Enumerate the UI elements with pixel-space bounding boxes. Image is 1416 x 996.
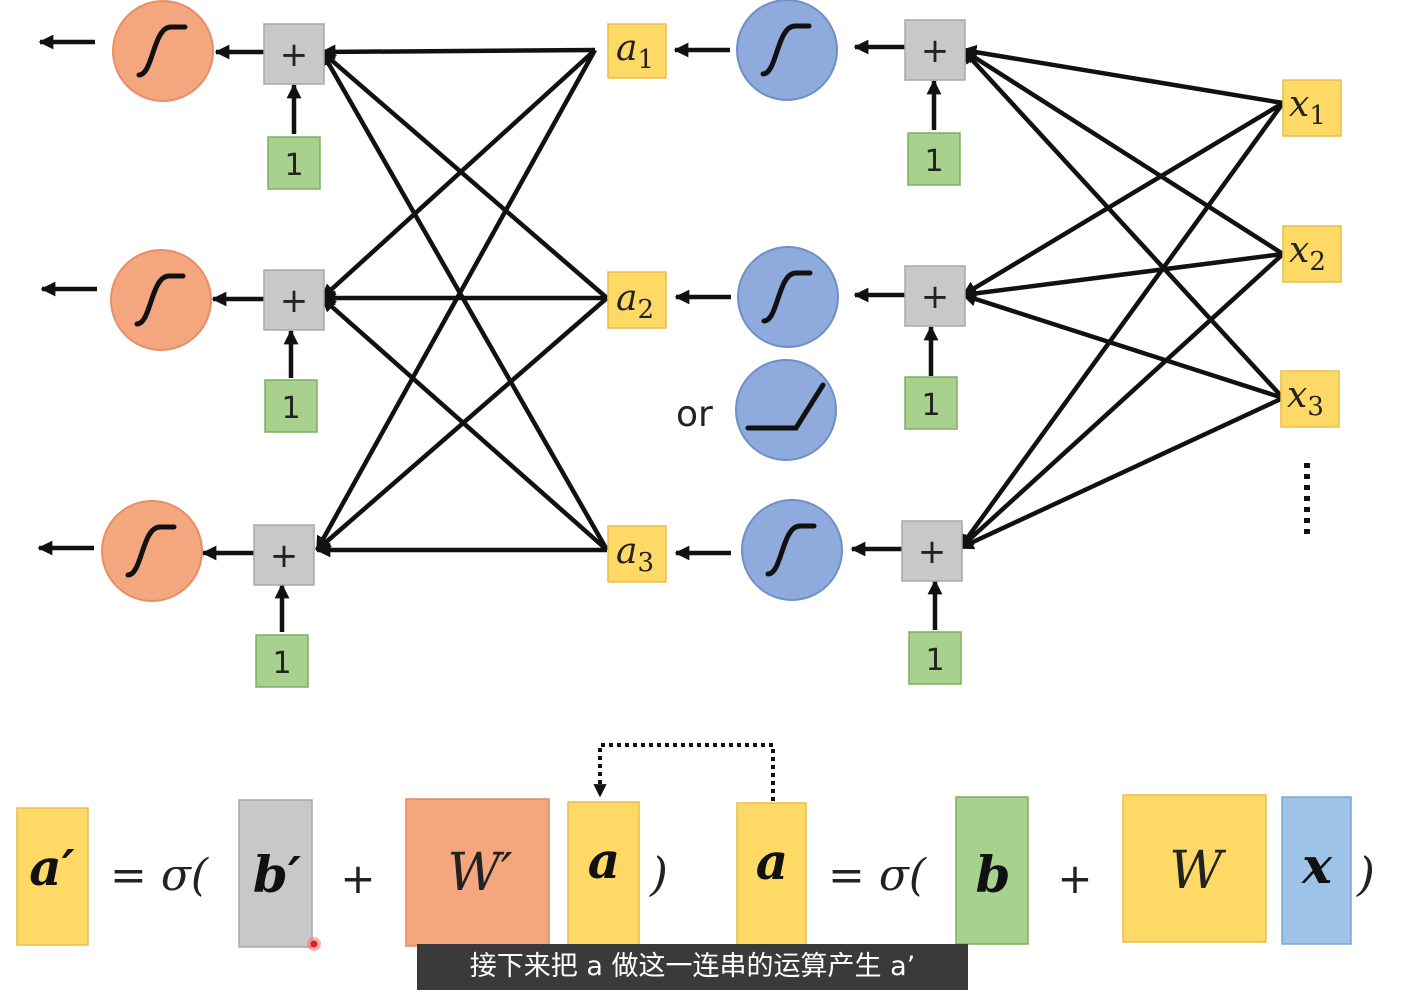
a1-box: a1: [607, 23, 667, 79]
edge-x3-add2: [961, 292, 1284, 401]
edge-x3-add3: [958, 395, 1284, 551]
input-to-hidden-connections: [958, 44, 1285, 551]
output-neuron-3: [101, 500, 203, 602]
hidden-neuron-1: [736, 0, 838, 101]
bias-value: 1: [272, 646, 291, 681]
or-label: or: [676, 394, 713, 435]
bias-value: 1: [925, 643, 944, 678]
plus-symbol: +: [270, 536, 299, 576]
bias-box: 1: [904, 376, 958, 430]
hidden-values: a1 a2 a3: [607, 23, 667, 583]
feedback-arrow: [593, 743, 775, 801]
hidden-neuron-3: [741, 499, 843, 601]
x-box: [1281, 796, 1352, 945]
a-prime-box: [16, 807, 89, 946]
edge-x1-add1: [961, 44, 1284, 106]
w-label: W: [1169, 841, 1226, 901]
hidden-neuron-2: [737, 246, 839, 348]
plus-symbol: +: [280, 35, 309, 75]
equation-right: a = σ( b + W x ): [736, 794, 1375, 947]
plus-left: +: [340, 854, 375, 903]
bias-value: 1: [924, 144, 943, 179]
edge-x3-add1: [961, 48, 1285, 400]
adders: + + + + + +: [253, 19, 966, 586]
adder-out-3: +: [253, 524, 315, 586]
edge-a3-add2: [320, 296, 609, 552]
bias-boxes: 1 1 1 1 1 1: [255, 132, 962, 688]
plus-symbol: +: [918, 532, 947, 572]
bias-box: 1: [267, 136, 321, 190]
a-prime-label: a′: [29, 838, 75, 897]
x3-box: x3: [1280, 370, 1340, 428]
b-box: [955, 796, 1029, 945]
bias-value: 1: [281, 391, 300, 426]
input-values: x1 x2 x3: [1280, 79, 1342, 536]
x1-label: x1: [1289, 84, 1326, 131]
b-prime-label: b′: [253, 845, 301, 904]
adder-hid-2: +: [904, 265, 966, 327]
relu-alternative: [735, 359, 837, 461]
sigma-open-left: = σ(: [110, 850, 209, 901]
b-label: b: [976, 845, 1011, 904]
edge-x1-add3: [958, 101, 1285, 550]
plus-symbol: +: [921, 31, 950, 71]
hidden-to-output-connections: [315, 44, 609, 558]
output-neuron-1: [112, 0, 214, 102]
a3-box: a3: [607, 525, 667, 583]
short-arrows: [37, 34, 943, 632]
a2-box: a2: [607, 271, 667, 329]
a-input-label: a: [588, 831, 620, 890]
x3-label: x3: [1287, 375, 1324, 422]
adder-hid-3: +: [901, 520, 963, 582]
edge-a3-add1: [320, 50, 609, 552]
bias-box: 1: [907, 132, 961, 186]
a3-label: a3: [616, 531, 654, 578]
edge-x2-add1: [961, 48, 1285, 256]
a-input-box: [567, 801, 640, 948]
plus-right: +: [1057, 854, 1092, 903]
subtitle-caption: 接下来把 a 做这一连串的运算产生 a’: [417, 944, 968, 990]
equation-left: a′ = σ( b′ + W′ a ): [16, 798, 668, 948]
close-paren-left: ): [649, 847, 668, 901]
b-prime-box: [238, 799, 313, 948]
edge-a2-add1: [320, 50, 609, 300]
a-box: [736, 802, 807, 947]
edge-x2-add3: [958, 252, 1285, 550]
relu-icon: [745, 382, 826, 431]
a1-label: a1: [616, 28, 654, 75]
plus-symbol: +: [280, 281, 309, 321]
x2-label: x2: [1289, 230, 1326, 277]
close-paren-right: ): [1356, 847, 1375, 901]
bias-box: 1: [255, 634, 309, 688]
plus-symbol: +: [921, 277, 950, 317]
edge-a1-add1: [320, 44, 596, 60]
output-neuron-2: [110, 249, 212, 351]
cursor-dot: [307, 937, 321, 951]
x2-box: x2: [1282, 225, 1342, 283]
x-label: x: [1301, 836, 1333, 895]
x1-box: x1: [1282, 79, 1342, 137]
edge-x2-add2: [961, 251, 1284, 301]
a2-label: a2: [616, 278, 654, 325]
adder-out-1: +: [263, 23, 325, 85]
adder-out-2: +: [263, 269, 325, 331]
a-label: a: [756, 832, 788, 891]
sigma-open-right: = σ(: [828, 850, 927, 901]
output-neurons: [101, 0, 214, 602]
edge-x1-add2: [961, 101, 1285, 297]
adder-hid-1: +: [904, 19, 966, 81]
bias-value: 1: [921, 388, 940, 423]
hidden-neurons: or: [676, 0, 843, 601]
bias-box: 1: [264, 379, 318, 433]
bias-value: 1: [284, 148, 303, 183]
edge-a1-add2: [320, 48, 597, 300]
w-box: [1122, 794, 1267, 943]
bias-box: 1: [908, 631, 962, 685]
w-prime-label: W′: [447, 843, 512, 903]
